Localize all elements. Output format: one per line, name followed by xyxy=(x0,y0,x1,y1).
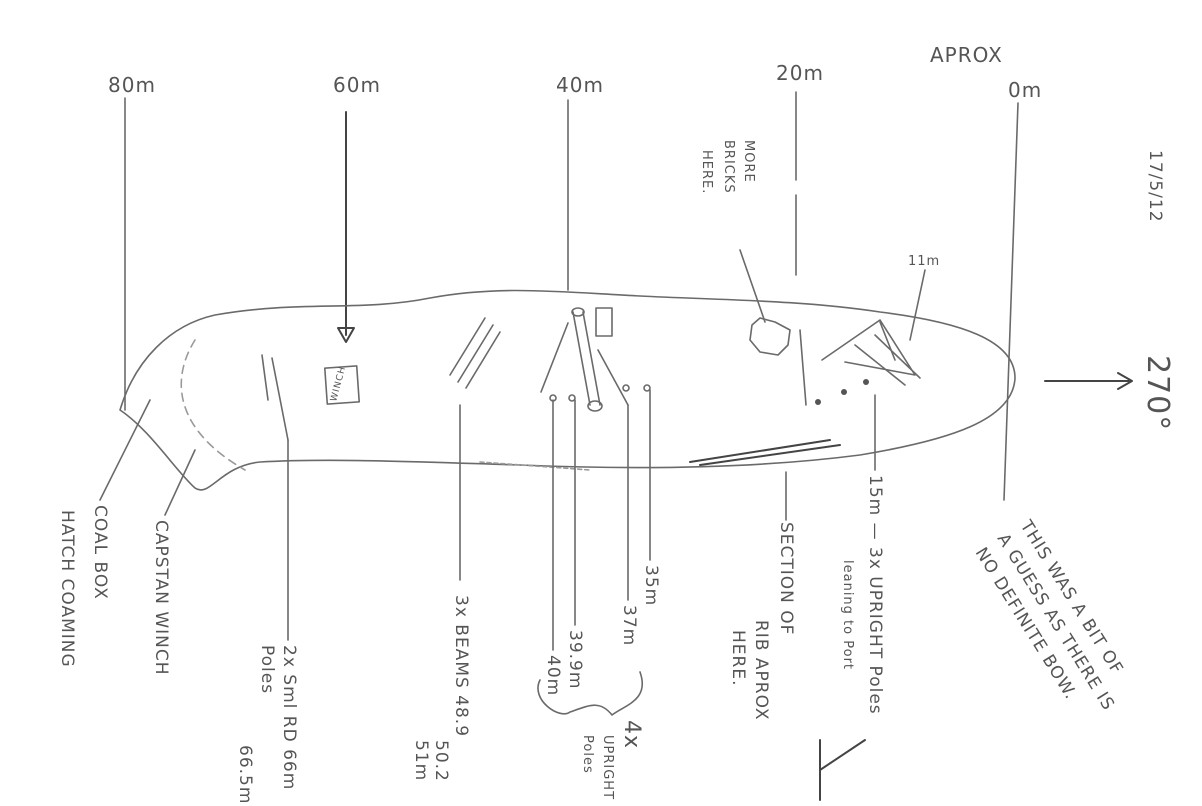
label-line: leaning to Port xyxy=(840,560,855,670)
label-line: 35m xyxy=(641,565,661,606)
more-bricks-label: MORE BRICKS HERE. xyxy=(699,140,756,194)
leader-line xyxy=(739,249,766,323)
scale-label-40m: 40m xyxy=(556,73,604,97)
pole xyxy=(799,329,807,406)
hull-outline xyxy=(119,289,1016,491)
sand-patch xyxy=(479,461,591,471)
leader-line xyxy=(164,449,196,516)
winch-box-label: WINCH xyxy=(329,365,348,403)
pole xyxy=(597,349,629,406)
scale-label-60m: 60m xyxy=(333,73,381,97)
scale-label-approx: APROX xyxy=(930,43,1003,67)
label-line: Poles xyxy=(580,735,595,774)
leaning-poles xyxy=(821,319,921,386)
port-pole-sketch xyxy=(819,739,866,801)
label-line: HATCH COAMING xyxy=(57,510,77,668)
leader-line xyxy=(909,269,926,341)
round-pole xyxy=(261,354,269,401)
round-pole xyxy=(271,357,289,441)
label-line: SECTION OF xyxy=(776,522,796,635)
label-line: RIB APROX xyxy=(751,620,771,721)
label-line: 40m xyxy=(543,655,563,696)
pole-base xyxy=(568,394,576,402)
winch-box xyxy=(323,365,361,405)
pole-end xyxy=(571,307,585,317)
scale-label-0m: 0m xyxy=(1008,78,1042,102)
beam xyxy=(449,317,486,376)
fifteen-m-label: 15m — 3x UPRIGHT Poles leaning to Port xyxy=(840,475,885,715)
capstan-arc xyxy=(180,339,246,471)
distance-scale: 80m 60m 40m 20m APROX 0m xyxy=(108,43,1042,501)
scale-label-80m: 80m xyxy=(108,73,156,97)
round-poles-label: 2x Sml RD 66m Poles 66.5m xyxy=(235,645,299,804)
pole-base xyxy=(815,399,821,405)
upright-poles-label: 35m 37m 39.9m 40m 4x UPRIGHT Poles xyxy=(543,565,661,800)
bow-note: THIS WAS A BIT OF A GUESS AS THERE IS NO… xyxy=(971,516,1127,714)
label-line: 51m xyxy=(411,740,431,781)
pole-base xyxy=(863,379,869,385)
label-line: 3x BEAMS 48.9 xyxy=(451,595,471,737)
beam xyxy=(465,331,501,389)
pole-end xyxy=(587,400,603,412)
leader-lines xyxy=(99,249,926,801)
winch-box xyxy=(595,307,613,337)
scale-label-20m: 20m xyxy=(776,61,824,85)
upright-pole xyxy=(572,311,601,406)
label-line: 66.5m xyxy=(235,745,255,804)
arrow-head-icon xyxy=(337,327,355,343)
label-line: UPRIGHT xyxy=(600,735,615,800)
label-line: MORE xyxy=(741,140,756,183)
wreck-features: WINCH xyxy=(261,307,921,471)
label-line: Poles xyxy=(257,645,277,694)
label-line: 15m — 3x UPRIGHT Poles xyxy=(865,475,885,715)
bricks xyxy=(749,317,791,356)
label-line: HERE. xyxy=(728,630,748,686)
label-line: 4x xyxy=(619,720,644,749)
eleven-m-label: 11m xyxy=(908,254,940,269)
pole-base xyxy=(643,384,651,392)
label-line: BRICKS xyxy=(721,140,736,194)
capstan-label: CAPSTAN WINCH xyxy=(151,520,171,676)
upright-pole xyxy=(540,322,569,393)
date-label: 17/5/12 xyxy=(1145,150,1165,223)
label-line: 37m xyxy=(619,605,639,646)
label-line: COAL BOX xyxy=(90,505,110,600)
heading-label: 270° xyxy=(1140,355,1175,431)
scale-line-0m xyxy=(1003,102,1019,501)
pole-base xyxy=(841,389,847,395)
coal-box-label: COAL BOX HATCH COAMING xyxy=(57,505,110,668)
beam xyxy=(457,324,494,383)
brace xyxy=(537,671,643,716)
rib-section xyxy=(689,439,841,466)
arrow-head-icon xyxy=(1117,372,1133,390)
label-line: 39.9m xyxy=(565,630,585,689)
label-line: HERE. xyxy=(699,150,714,194)
label-line: 50.2 xyxy=(431,740,451,782)
pole-base xyxy=(622,384,630,392)
beams-label: 3x BEAMS 48.9 50.2 51m xyxy=(411,595,471,782)
rib-section-label: SECTION OF RIB APROX HERE. xyxy=(728,522,796,721)
leader-line xyxy=(99,399,151,501)
label-line: 2x Sml RD 66m xyxy=(279,645,299,790)
